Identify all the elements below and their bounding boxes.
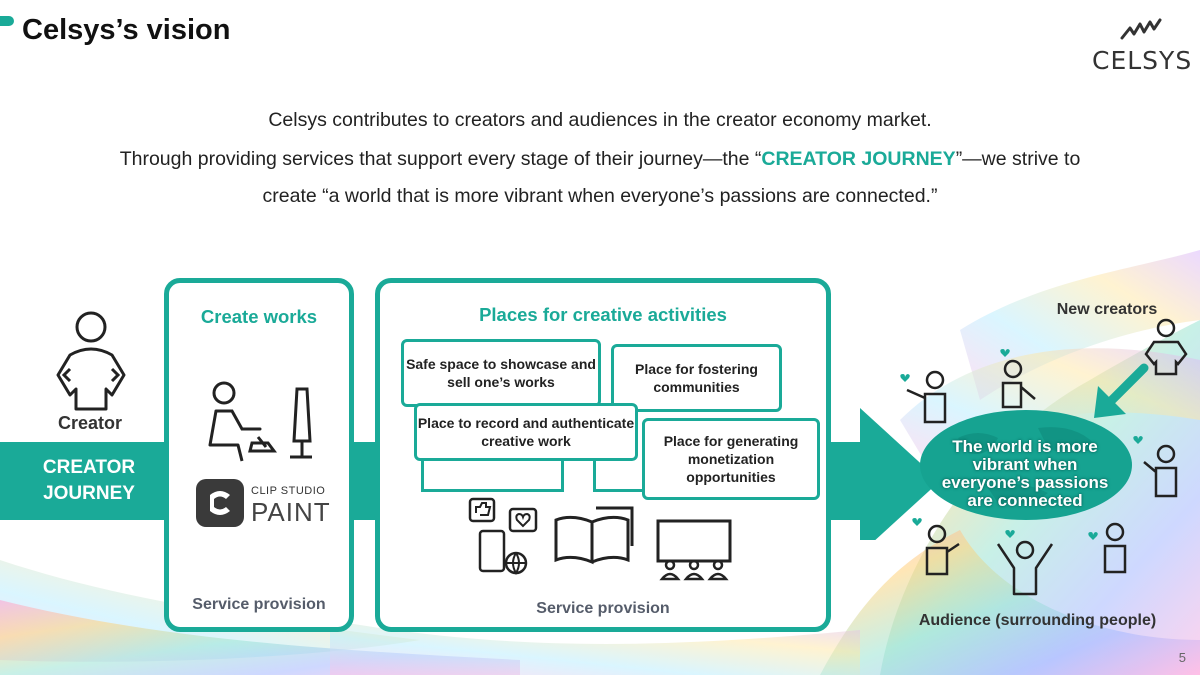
celsys-logo: CELSYS xyxy=(1092,12,1193,75)
smartphone-likes-icon xyxy=(468,497,538,575)
places-title: Places for creative activities xyxy=(479,304,727,325)
books-icon xyxy=(554,506,634,565)
audience-person-icon xyxy=(1133,436,1178,498)
box-record-authenticate: Place to record and authenticate creativ… xyxy=(414,403,638,461)
create-service-provision: Service provision xyxy=(192,596,326,613)
clip-studio-logo-icon xyxy=(210,491,230,515)
intro-line-2: Through providing services that support … xyxy=(119,148,1081,170)
presentation-audience-icon xyxy=(656,519,732,581)
create-works-title: Create works xyxy=(200,306,318,327)
box-showcase-sell: Safe space to showcase and sell one’s wo… xyxy=(401,339,601,407)
box-monetization: Place for generating monetization opport… xyxy=(642,418,820,500)
paint-text: PAINT xyxy=(251,497,331,527)
creator-journey-highlight: CREATOR JOURNEY xyxy=(761,148,956,170)
new-creator-person-icon xyxy=(1144,318,1188,376)
intro-line-3: create “a world that is more vibrant whe… xyxy=(262,185,938,207)
creator-label: Creator xyxy=(57,413,123,433)
new-creators-arrow xyxy=(1094,363,1149,418)
logo-text: CELSYS xyxy=(1092,46,1193,75)
audience-label: Audience (surrounding people) xyxy=(918,612,1157,629)
title-accent-bar xyxy=(0,16,14,26)
clip-studio-text: CLIP STUDIO xyxy=(251,485,326,497)
logo-wave-icon xyxy=(1120,18,1162,40)
box-communities: Place for fostering communities xyxy=(611,344,782,412)
places-service-provision: Service provision xyxy=(536,600,670,617)
clip-studio-app-icon xyxy=(196,479,244,527)
audience-person-icon xyxy=(1088,522,1127,574)
drawing-person-icon xyxy=(208,381,312,462)
creator-person-icon xyxy=(56,311,126,411)
cheering-person-icon xyxy=(996,530,1054,596)
world-globe xyxy=(920,410,1132,520)
intro-line-1: Celsys contributes to creators and audie… xyxy=(268,109,932,131)
audience-person-icon xyxy=(912,518,960,576)
creator-journey-label: CREATOR JOURNEY xyxy=(15,446,163,516)
new-creators-label: New creators xyxy=(1056,301,1158,318)
page-number: 5 xyxy=(1178,650,1186,665)
audience-person-icon xyxy=(900,370,947,424)
create-works-panel: Create works CLIP STUDIO PAINT Service p… xyxy=(164,278,354,632)
world-vibrant-text: The world is more vibrant when everyone’… xyxy=(941,437,1109,510)
audience-person-icon xyxy=(1000,349,1036,409)
page-title: Celsys’s vision xyxy=(22,14,231,46)
